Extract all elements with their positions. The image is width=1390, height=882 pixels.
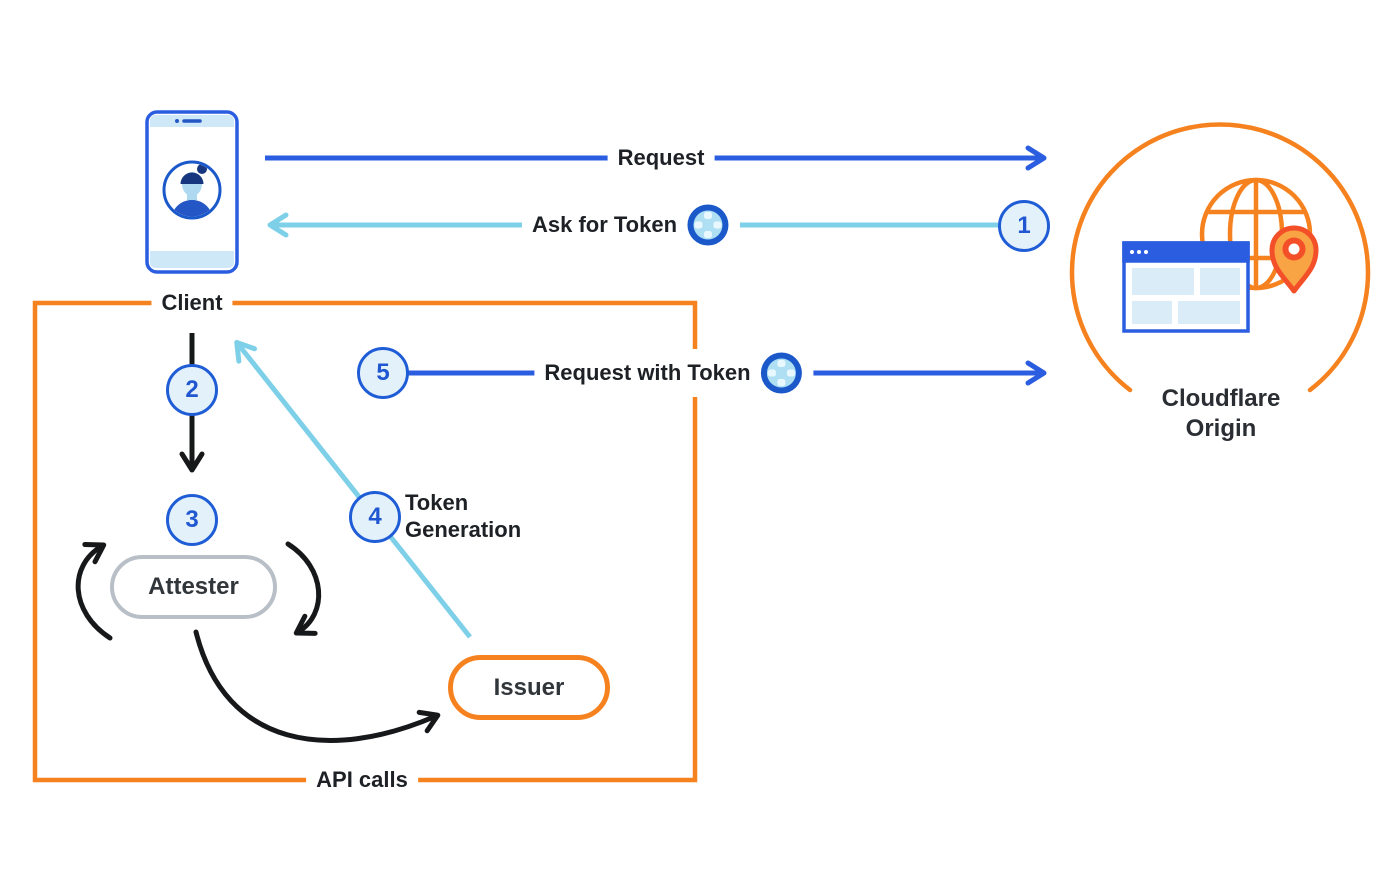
api-calls-label: API calls xyxy=(306,765,418,795)
request-with-token-text: Request with Token xyxy=(544,360,751,385)
token-generation-label: Token Generation xyxy=(405,489,521,543)
token-generation-line2: Generation xyxy=(405,517,522,542)
browser-window-icon xyxy=(1122,241,1250,333)
step-circle-2: 2 xyxy=(166,364,218,416)
user-avatar-icon xyxy=(162,160,222,220)
token-icon xyxy=(687,204,729,246)
cloudflare-origin-line2: Origin xyxy=(1185,415,1257,442)
step-circle-5: 5 xyxy=(357,347,409,399)
location-pin-icon xyxy=(1269,225,1319,294)
attester-loop-arrow-left xyxy=(75,541,113,641)
request-with-token-label: Request with Token xyxy=(534,349,814,397)
token-generation-arrow xyxy=(234,339,472,639)
token-icon xyxy=(761,352,803,394)
attester-loop-arrow-right xyxy=(285,541,322,636)
attester-label: Attester xyxy=(148,573,239,600)
cloudflare-origin-label: Cloudflare Origin xyxy=(1162,384,1281,444)
client-label: Client xyxy=(151,288,233,318)
phone-client-icon xyxy=(145,110,239,274)
token-generation-line1: Token xyxy=(405,490,469,515)
issuer-label: Issuer xyxy=(493,673,565,701)
ask-for-token-label: Ask for Token xyxy=(521,201,741,249)
cloudflare-origin-line1: Cloudflare xyxy=(1161,385,1281,412)
step-circle-1: 1 xyxy=(998,200,1050,252)
step-circle-4: 4 xyxy=(349,491,401,543)
request-label: Request xyxy=(607,143,715,173)
attester-node: Attester xyxy=(110,555,277,619)
issuer-node: Issuer xyxy=(448,655,610,720)
step-circle-3: 3 xyxy=(166,494,218,546)
attester-to-issuer-arrow xyxy=(193,629,441,743)
ask-for-token-text: Ask for Token xyxy=(531,212,678,237)
cloudflare-origin-circle xyxy=(1069,122,1371,393)
